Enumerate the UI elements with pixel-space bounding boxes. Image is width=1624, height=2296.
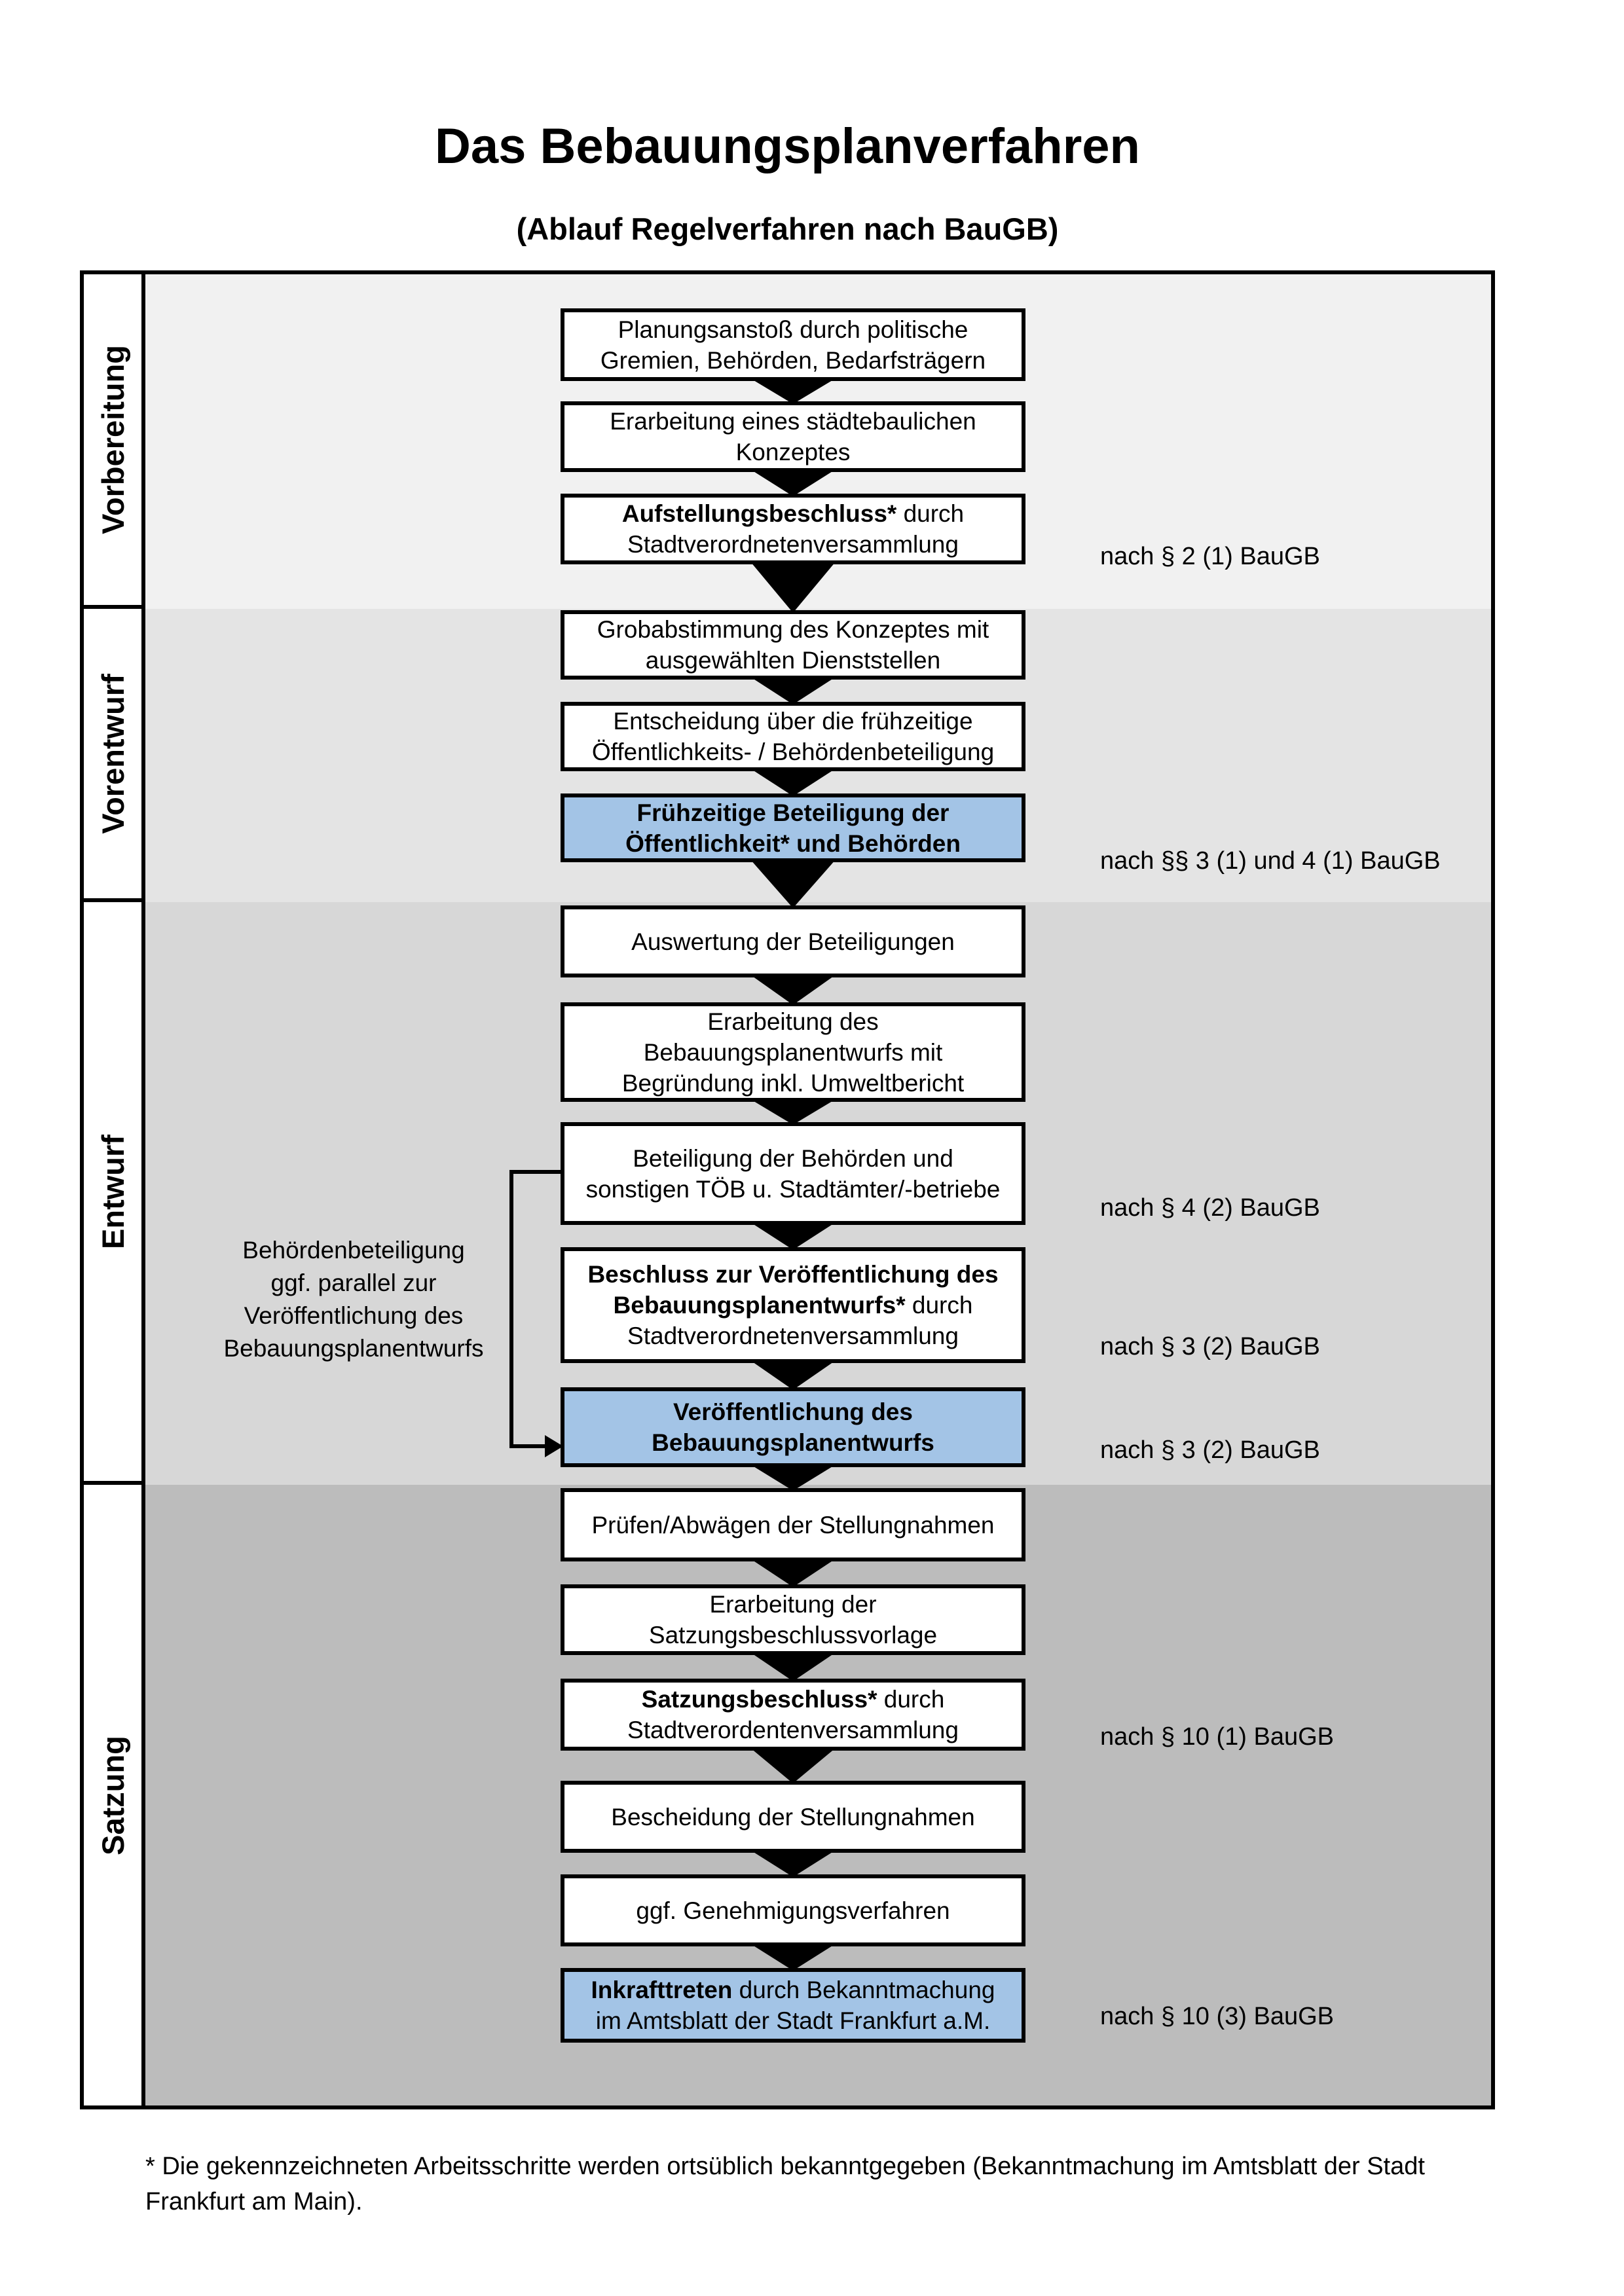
legal-reference: nach § 10 (1) BauGB: [1100, 1723, 1334, 1751]
down-arrow-icon: [750, 975, 836, 1005]
footnote: * Die gekennzeichneten Arbeitsschritte w…: [145, 2149, 1514, 2219]
step-text-line: ausgewählten Dienststellen: [645, 647, 941, 674]
step-text-line: Inkrafttreten durch Bekanntmachung: [591, 1977, 995, 2003]
step-text-line: Veröffentlichung des: [673, 1398, 913, 1425]
phase-cell-vorbereitung: Vorbereitung: [80, 270, 145, 609]
step-text-line: Beschluss zur Veröffentlichung des: [587, 1261, 999, 1288]
footnote-line: Frankfurt am Main).: [145, 2188, 363, 2215]
down-arrow-icon: [750, 677, 836, 704]
step-box-entwurf-erarbeitung: Erarbeitung des Bebauungsplanentwurfs mi…: [561, 1002, 1025, 1102]
step-text-line: Bescheidung der Stellungnahmen: [611, 1803, 975, 1831]
legal-reference: nach § 3 (2) BauGB: [1100, 1333, 1320, 1360]
step-text-line: Prüfen/Abwägen der Stellungnahmen: [591, 1511, 995, 1539]
legal-reference: nach § 3 (2) BauGB: [1100, 1436, 1320, 1464]
legal-reference: nach § 10 (3) BauGB: [1100, 2003, 1334, 2030]
step-text-line: Satzungsbeschlussvorlage: [648, 1622, 938, 1649]
down-arrow-icon: [750, 562, 836, 613]
step-text-line: Erarbeitung des: [707, 1008, 879, 1035]
step-box-beschluss-veroeffentlichung: Beschluss zur Veröffentlichung des Bebau…: [561, 1247, 1025, 1363]
connector-top-tick: [509, 1170, 562, 1174]
down-arrow-icon: [750, 469, 836, 496]
step-text-line: Planungsanstoß durch politische: [618, 316, 969, 343]
phase-label-vorentwurf: Vorentwurf: [95, 673, 130, 834]
phase-label-vorbereitung: Vorbereitung: [95, 345, 130, 534]
step-box-planungsanstoss: Planungsanstoß durch politische Gremien,…: [561, 308, 1025, 381]
page-title: Das Bebauungsplanverfahren: [435, 118, 1140, 174]
step-text-line: Auswertung der Beteiligungen: [631, 928, 955, 955]
legal-reference: nach § 4 (2) BauGB: [1100, 1194, 1320, 1222]
annotation-line: Veröffentlichung des: [244, 1302, 464, 1329]
step-text-line: Entscheidung über die frühzeitige: [613, 708, 973, 735]
step-text-line: Grobabstimmung des Konzeptes mit: [597, 616, 989, 643]
step-text-line: Beteiligung der Behörden und: [633, 1144, 953, 1172]
step-box-inkrafttreten: Inkrafttreten durch Bekanntmachung im Am…: [561, 1968, 1025, 2043]
step-text-line: Erarbeitung der: [709, 1591, 877, 1618]
phase-label-entwurf: Entwurf: [95, 1134, 130, 1249]
step-text-line: Bebauungsplanentwurfs* durch: [613, 1292, 973, 1319]
step-box-grobabstimmung: Grobabstimmung des Konzeptes mit ausgewä…: [561, 610, 1025, 680]
step-box-satzungsvorlage: Erarbeitung der Satzungsbeschlussvorlage: [561, 1584, 1025, 1655]
down-arrow-icon: [750, 378, 836, 404]
annotation-line: ggf. parallel zur: [270, 1269, 437, 1296]
step-box-konzept-erarbeitung: Erarbeitung eines städtebaulichen Konzep…: [561, 401, 1025, 472]
down-arrow-icon: [750, 1944, 836, 1971]
step-text-line: Konzeptes: [735, 439, 851, 465]
step-box-pruefen-abwaegen: Prüfen/Abwägen der Stellungnahmen: [561, 1488, 1025, 1561]
step-text-line: Gremien, Behörden, Bedarfsträgern: [600, 346, 986, 374]
step-text-line: Öffentlichkeit* und Behörden: [625, 829, 961, 857]
down-arrow-icon: [750, 1652, 836, 1681]
step-box-fruehzeitige-beteiligung: Frühzeitige Beteiligung der Öffentlichke…: [561, 793, 1025, 862]
phase-cell-vorentwurf: Vorentwurf: [80, 605, 145, 902]
phase-label-satzung: Satzung: [95, 1735, 130, 1855]
step-box-satzungsbeschluss: Satzungsbeschluss* durch Stadtverordente…: [561, 1679, 1025, 1751]
down-arrow-icon: [750, 860, 836, 908]
step-box-bescheidung: Bescheidung der Stellungnahmen: [561, 1781, 1025, 1853]
step-text-line: Stadtverordnetenversammlung: [627, 531, 959, 558]
legal-reference: nach § 2 (1) BauGB: [1100, 543, 1320, 570]
down-arrow-icon: [750, 1465, 836, 1491]
arrow-right-icon: [545, 1435, 563, 1457]
step-text-line: Begründung inkl. Umweltbericht: [621, 1069, 965, 1097]
step-text-line: sonstigen TÖB u. Stadtämter/-betriebe: [585, 1175, 1001, 1203]
connector-bottom-line: [509, 1444, 546, 1448]
step-box-entscheidung-beteiligung: Entscheidung über die frühzeitige Öffent…: [561, 702, 1025, 771]
down-arrow-icon: [750, 769, 836, 796]
step-text-line: Frühzeitige Beteiligung der: [637, 799, 950, 826]
annotation-line: Bebauungsplanentwurfs: [223, 1335, 484, 1362]
step-box-aufstellungsbeschluss: Aufstellungsbeschluss* durch Stadtverord…: [561, 494, 1025, 564]
step-text-line: Bebauungsplanentwurfs: [652, 1429, 934, 1456]
step-text-line: Erarbeitung eines städtebaulichen: [610, 408, 976, 435]
side-annotation: Behördenbeteiligung ggf. parallel zur Ve…: [183, 1234, 524, 1365]
step-text-line: Aufstellungsbeschluss* durch: [621, 500, 965, 527]
step-text-line: Stadtverordentenversammlung: [627, 1717, 959, 1743]
connector-vertical-line: [509, 1170, 513, 1448]
phase-cell-entwurf: Entwurf: [80, 898, 145, 1485]
step-box-veroeffentlichung: Veröffentlichung des Bebauungsplanentwur…: [561, 1387, 1025, 1467]
step-text-line: Stadtverordnetenversammlung: [627, 1322, 959, 1349]
down-arrow-icon: [750, 1099, 836, 1125]
phase-cell-satzung: Satzung: [80, 1481, 145, 2109]
step-text-line: Bebauungsplanentwurfs mit: [643, 1038, 943, 1066]
legal-reference: nach §§ 3 (1) und 4 (1) BauGB: [1100, 847, 1441, 875]
annotation-line: Behördenbeteiligung: [242, 1237, 465, 1264]
down-arrow-icon: [750, 1850, 836, 1877]
down-arrow-icon: [750, 1360, 836, 1390]
step-text-line: ggf. Genehmigungsverfahren: [636, 1897, 950, 1924]
down-arrow-icon: [750, 1559, 836, 1587]
page-subtitle: (Ablauf Regelverfahren nach BauGB): [516, 211, 1059, 246]
step-box-auswertung: Auswertung der Beteiligungen: [561, 905, 1025, 977]
step-box-genehmigungsverfahren: ggf. Genehmigungsverfahren: [561, 1874, 1025, 1946]
down-arrow-icon: [750, 1748, 836, 1783]
step-text-line: im Amtsblatt der Stadt Frankfurt a.M.: [595, 2007, 991, 2034]
step-text-line: Satzungsbeschluss* durch: [641, 1686, 945, 1713]
down-arrow-icon: [750, 1222, 836, 1250]
step-text-line: Öffentlichkeits- / Behördenbeteiligung: [591, 738, 995, 765]
step-box-behoerdenbeteiligung: Beteiligung der Behörden und sonstigen T…: [561, 1122, 1025, 1225]
footnote-line: * Die gekennzeichneten Arbeitsschritte w…: [145, 2153, 1425, 2180]
